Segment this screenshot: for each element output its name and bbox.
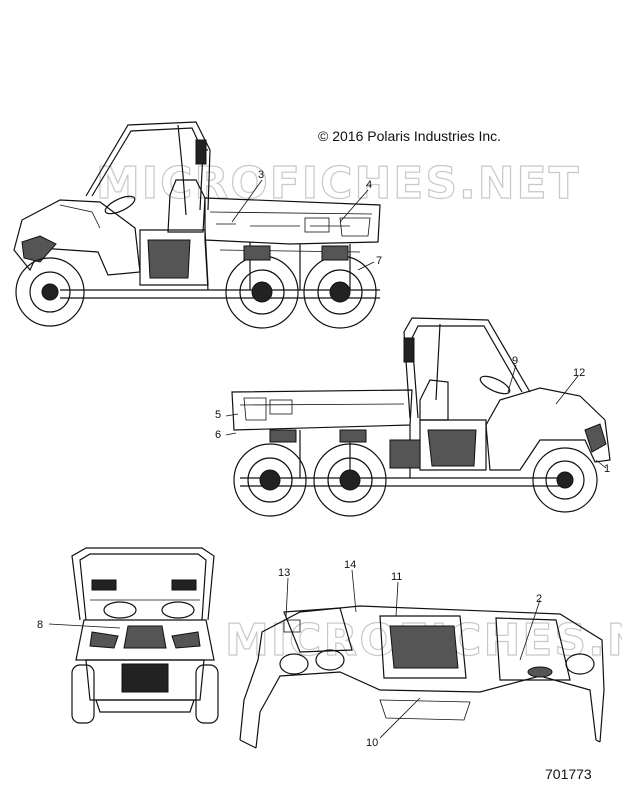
callout-1: 1 bbox=[604, 463, 610, 475]
callout-5: 5 bbox=[215, 409, 221, 421]
callout-7: 7 bbox=[376, 255, 382, 267]
vehicle-front-view bbox=[71, 547, 219, 724]
callout-leaders bbox=[48, 179, 607, 739]
callout-11: 11 bbox=[391, 571, 402, 583]
copyright-notice: © 2016 Polaris Industries Inc. bbox=[318, 128, 502, 144]
callout-8: 8 bbox=[37, 619, 43, 631]
vehicle-side-view-left bbox=[13, 121, 381, 329]
callout-3: 3 bbox=[258, 169, 264, 181]
callout-9: 9 bbox=[512, 355, 518, 367]
callout-6: 6 bbox=[215, 429, 221, 441]
callout-numbers: 1 2 3 4 5 6 7 8 9 10 11 12 13 14 bbox=[37, 169, 610, 749]
callout-13: 13 bbox=[278, 567, 290, 579]
callout-10: 10 bbox=[366, 737, 378, 749]
callout-4: 4 bbox=[366, 179, 372, 191]
callout-2: 2 bbox=[536, 593, 542, 605]
dash-panel bbox=[239, 605, 605, 749]
callout-12: 12 bbox=[573, 367, 585, 379]
callout-14: 14 bbox=[344, 559, 356, 571]
diagram-part-number: 701773 bbox=[545, 766, 592, 782]
vehicle-side-view-right bbox=[231, 317, 611, 517]
watermark-top: MICROFICHES.NET bbox=[96, 158, 581, 209]
